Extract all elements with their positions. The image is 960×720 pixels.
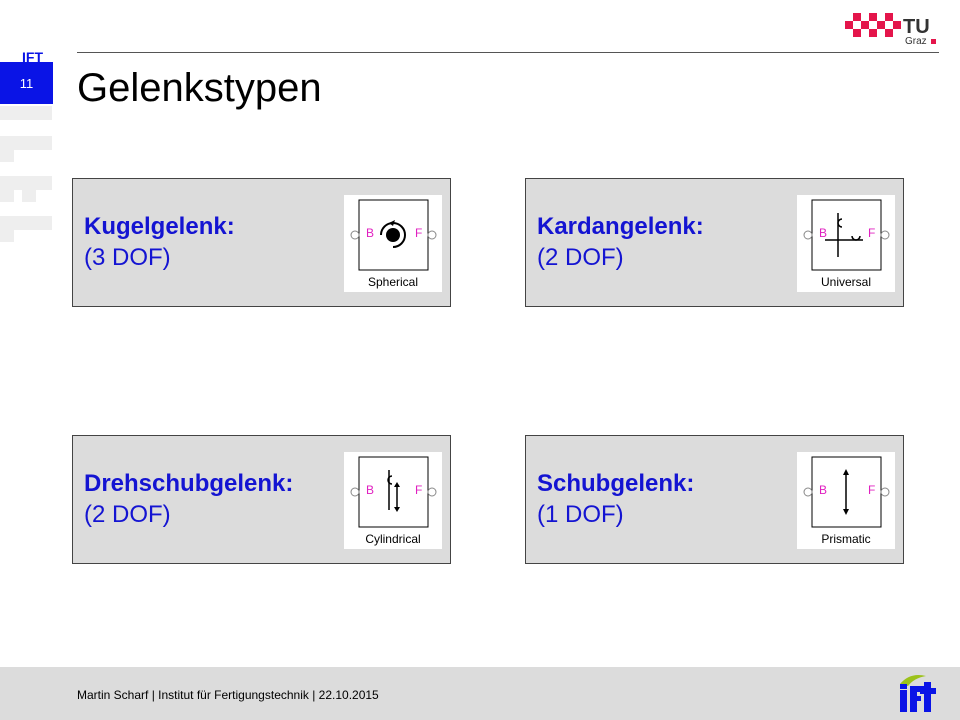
block-label: Spherical [367,275,419,289]
page-number: 11 [19,75,34,91]
svg-text:TU: TU [903,16,930,38]
slide-title: Gelenkstypen [77,66,322,110]
card-text: Kardangelenk: (2 DOF) [537,211,704,273]
ift-side-watermark: IFT [0,49,52,242]
joint-card-universal: Kardangelenk: (2 DOF) B F Universal [525,178,904,307]
cylindrical-joint-icon [350,456,437,528]
joint-dof: (1 DOF) [537,501,624,528]
joint-name: Kugelgelenk: [84,213,235,240]
port-f-label: F [868,226,876,240]
footer-text: Martin Scharf | Institut für Fertigungst… [77,688,379,702]
joint-name: Schubgelenk: [537,470,695,497]
tu-graz-logo: TU Graz [845,13,936,47]
joint-dof: (2 DOF) [84,501,171,528]
universal-joint-icon [803,199,890,271]
port-b-label: B [819,226,828,240]
page-number-badge: 11 [0,62,53,104]
block-label: Universal [820,275,871,289]
ift-logo [900,675,936,712]
joint-dof: (3 DOF) [84,244,171,271]
joint-card-prismatic: Schubgelenk: (1 DOF) B F Prismatic [525,435,904,564]
card-text: Kugelgelenk: (3 DOF) [84,211,235,273]
cylindrical-block: B F Cylindrical [344,452,442,549]
joint-card-spherical: Kugelgelenk: (3 DOF) B F Spherical [72,178,451,307]
port-f-label: F [868,483,876,497]
port-f-label: F [415,226,423,240]
port-f-label: F [415,483,423,497]
universal-block: B F Universal [797,195,895,292]
joint-dof: (2 DOF) [537,244,624,271]
header-rule [77,52,939,53]
joint-name: Kardangelenk: [537,213,704,240]
block-label: Prismatic [821,532,871,546]
prismatic-block: B F Prismatic [797,452,895,549]
port-b-label: B [819,483,828,497]
joint-name: Drehschubgelenk: [84,470,294,497]
card-text: Schubgelenk: (1 DOF) [537,468,694,530]
spherical-block: B F Spherical [344,195,442,292]
joint-card-cylindrical: Drehschubgelenk: (2 DOF) B F Cylindrical [72,435,451,564]
footer-bar [0,667,960,720]
card-text: Drehschubgelenk: (2 DOF) [84,468,293,530]
svg-text:IFT: IFT [22,49,43,65]
port-b-label: B [366,483,375,497]
block-label: Cylindrical [365,532,421,546]
spherical-joint-icon [350,199,437,271]
svg-text:Graz: Graz [905,36,927,47]
port-b-label: B [366,226,375,240]
prismatic-joint-icon [803,456,890,528]
